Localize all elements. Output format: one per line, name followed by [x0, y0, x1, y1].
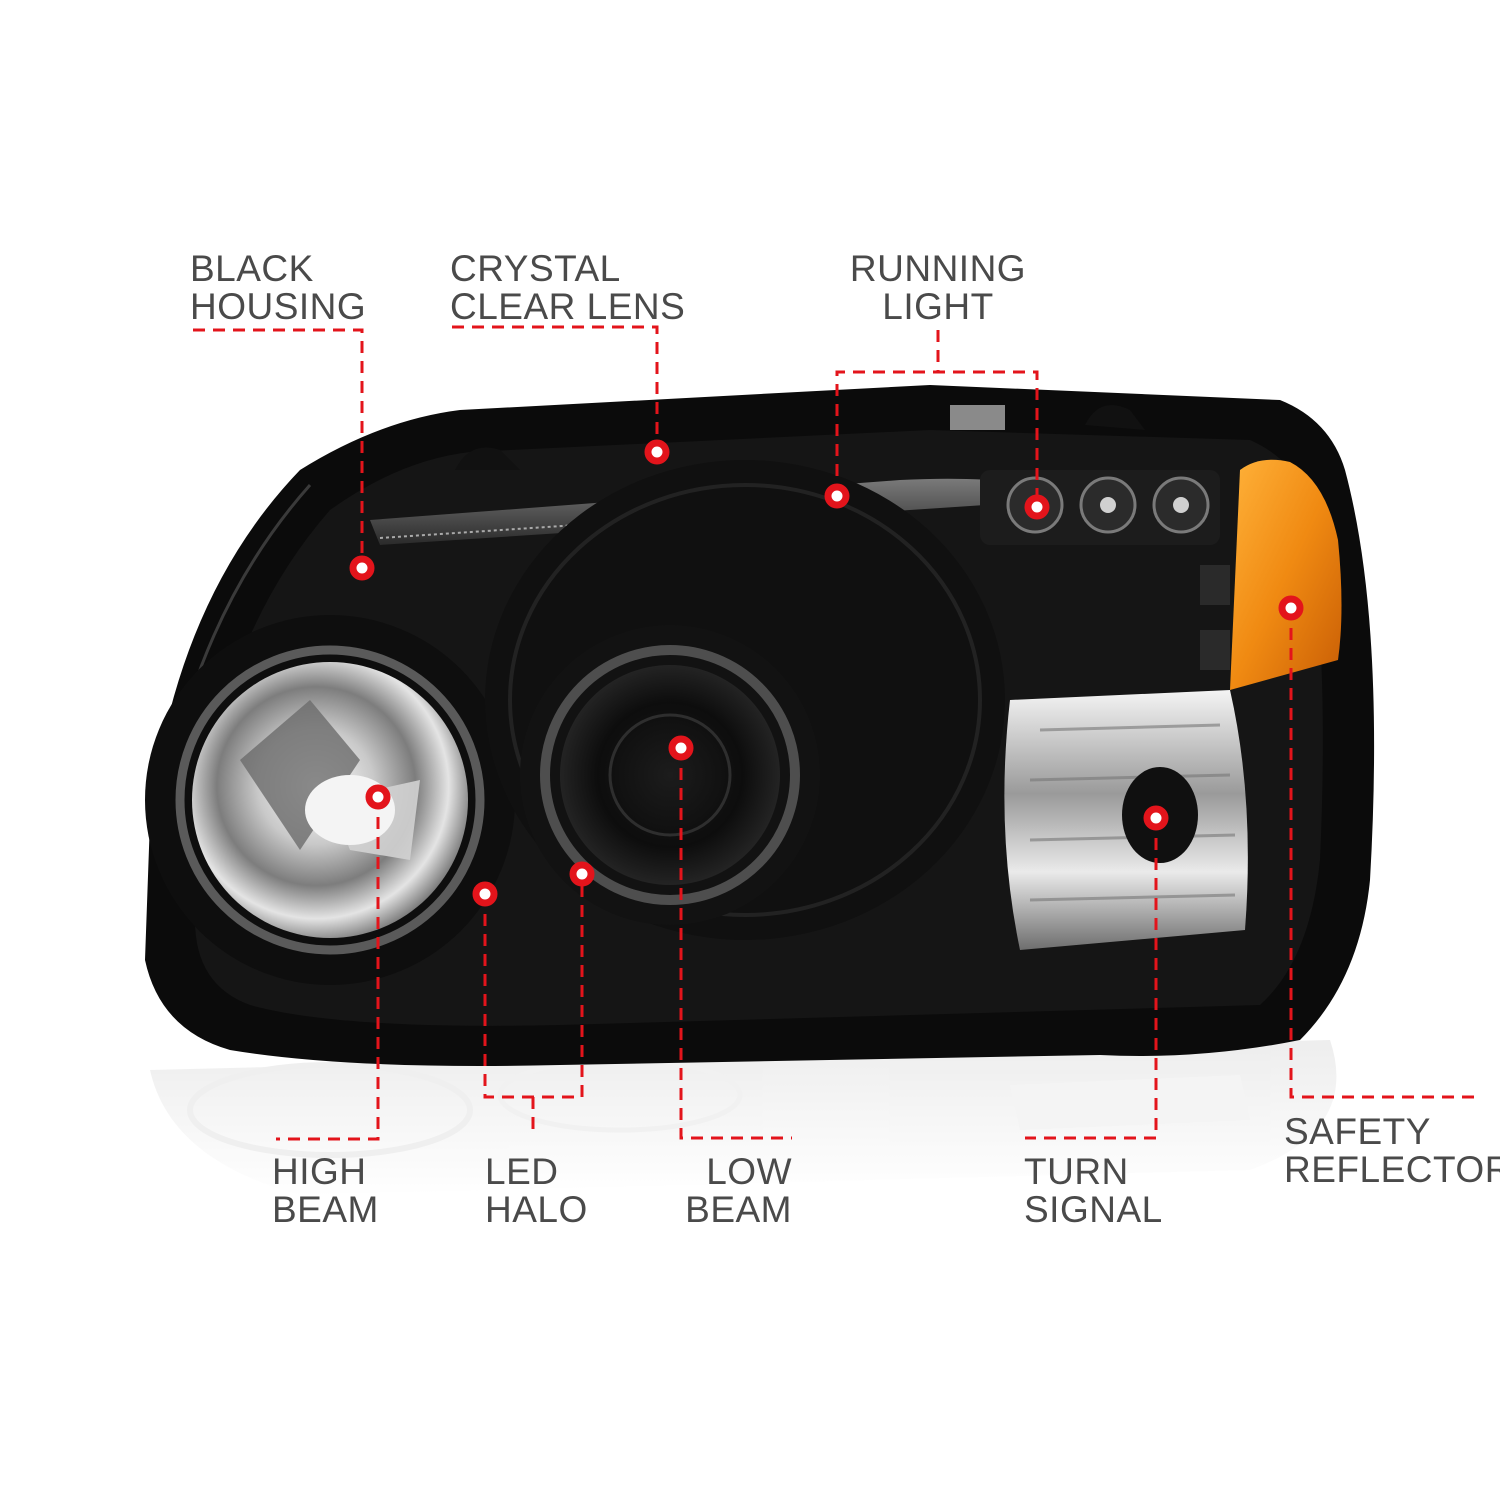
callout-dot-turn-signal — [1143, 805, 1169, 831]
callout-dot-running-light-pod — [1024, 494, 1050, 520]
label-turn-signal: TURN SIGNAL — [1024, 1153, 1163, 1229]
callout-line-running-light-bracket — [835, 370, 1039, 507]
callout-lines — [193, 325, 1474, 1141]
label-running-light-line2: LIGHT — [882, 286, 994, 327]
callout-dot-led-halo-left — [472, 881, 498, 907]
turn-signal-lamp — [1004, 690, 1248, 950]
label-safety-reflector: SAFETY REFLECTOR — [1284, 1113, 1500, 1189]
callout-line-turn-signal — [1025, 818, 1158, 1140]
callout-line-low-beam — [679, 748, 792, 1140]
low-beam-projector — [485, 460, 1005, 940]
running-light-pods — [980, 470, 1220, 545]
label-black-housing-line2: HOUSING — [190, 286, 367, 327]
label-crystal-clear-lens-line2: CLEAR LENS — [450, 286, 686, 327]
label-black-housing: BLACK HOUSING — [190, 250, 366, 326]
label-low-beam-line2: BEAM — [685, 1189, 792, 1230]
label-running-light: RUNNING LIGHT — [838, 250, 1038, 326]
label-led-halo-line2: HALO — [485, 1189, 588, 1230]
callout-dot-safety-reflector — [1278, 595, 1304, 621]
label-high-beam-line2: BEAM — [272, 1189, 379, 1230]
label-safety-reflector-line2: REFLECTOR — [1284, 1149, 1500, 1190]
callout-line-crystal-clear-lens — [452, 325, 659, 452]
label-low-beam-line1: LOW — [706, 1151, 792, 1192]
label-crystal-clear-lens-line1: CRYSTAL — [450, 248, 621, 289]
callout-dot-crystal-clear-lens — [644, 439, 670, 465]
label-black-housing-line1: BLACK — [190, 248, 314, 289]
callout-line-high-beam — [276, 797, 380, 1141]
label-crystal-clear-lens: CRYSTAL CLEAR LENS — [450, 250, 685, 326]
callout-dots — [349, 439, 1304, 907]
label-led-halo: LED HALO — [485, 1153, 588, 1229]
callout-line-black-housing — [193, 328, 364, 568]
callout-line-safety-reflector — [1289, 608, 1474, 1099]
label-turn-signal-line1: TURN — [1024, 1151, 1129, 1192]
floor-reflection — [150, 1040, 1337, 1195]
label-safety-reflector-line1: SAFETY — [1284, 1111, 1431, 1152]
high-beam-lamp — [145, 615, 515, 985]
callout-dot-black-housing — [349, 555, 375, 581]
callout-dot-led-halo-right — [569, 861, 595, 887]
label-low-beam: LOW BEAM — [660, 1153, 792, 1229]
label-running-light-line1: RUNNING — [849, 248, 1027, 289]
callout-dot-low-beam — [668, 735, 694, 761]
label-led-halo-line1: LED — [485, 1151, 559, 1192]
label-turn-signal-line2: SIGNAL — [1024, 1189, 1163, 1230]
label-high-beam: HIGH BEAM — [272, 1153, 379, 1229]
callout-dot-running-light — [824, 483, 850, 509]
label-high-beam-line1: HIGH — [272, 1151, 367, 1192]
amber-safety-reflector — [1230, 459, 1342, 690]
callout-dot-high-beam — [365, 784, 391, 810]
